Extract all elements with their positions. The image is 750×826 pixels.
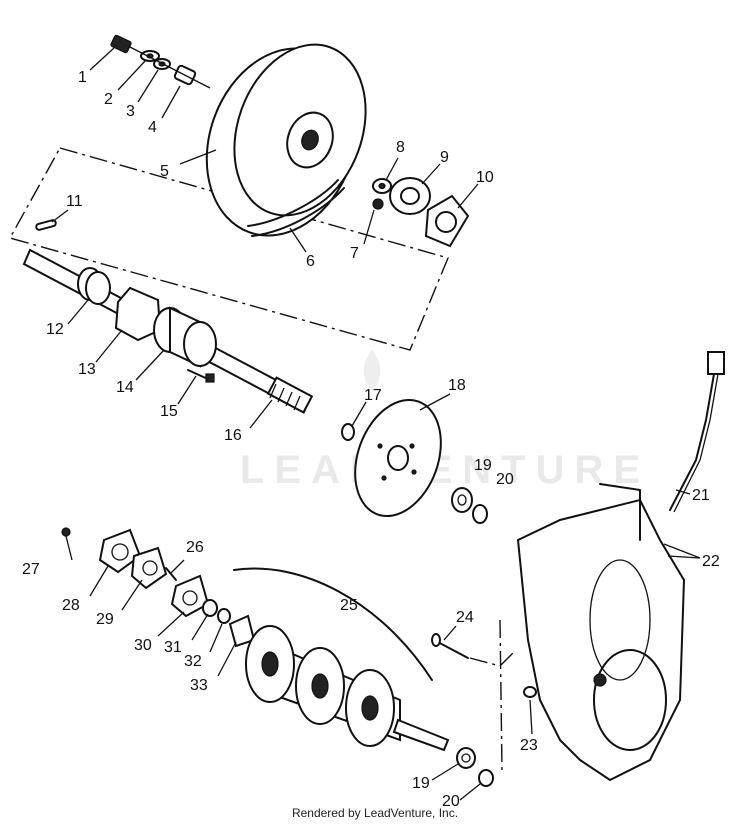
part-8-washer xyxy=(372,178,392,194)
part-9-bearing-plate xyxy=(389,177,431,215)
callout-16: 16 xyxy=(224,427,242,444)
callout-15: 15 xyxy=(160,403,178,420)
callout-28: 28 xyxy=(62,597,80,614)
callout-10: 10 xyxy=(476,169,494,186)
callout-7: 7 xyxy=(350,245,359,262)
part-17-snap-ring xyxy=(341,423,355,441)
part-5-pulley xyxy=(205,43,367,237)
callout-13: 13 xyxy=(78,361,96,378)
callout-labels: 1 2 3 4 5 6 7 8 9 10 11 12 13 14 15 16 1… xyxy=(22,69,720,810)
part-29-plate xyxy=(130,546,168,590)
callout-22: 22 xyxy=(702,553,720,570)
part-28-flange xyxy=(98,528,142,574)
leader-lines xyxy=(51,47,701,801)
callout-8: 8 xyxy=(396,139,405,156)
assembly-frame xyxy=(8,147,449,351)
part-20-seal-top xyxy=(472,504,488,524)
part-25-bracket xyxy=(233,567,433,681)
part-14-coupler xyxy=(153,306,217,368)
callout-33: 33 xyxy=(190,677,208,694)
part-30-flange xyxy=(170,574,210,618)
part-7-nut xyxy=(372,198,384,210)
part-20-seal-bottom xyxy=(478,769,494,787)
callout-27: 27 xyxy=(22,561,40,578)
part-21-cable xyxy=(669,351,725,513)
callout-26: 26 xyxy=(186,539,204,556)
callout-20: 20 xyxy=(496,471,514,488)
part-24-bolt xyxy=(431,633,469,659)
part-15-bolt xyxy=(187,369,215,383)
callout-4: 4 xyxy=(148,119,157,136)
part-23-nut xyxy=(523,686,537,698)
callout-19-bottom: 19 xyxy=(412,775,430,792)
callout-11: 11 xyxy=(66,193,83,210)
callout-18: 18 xyxy=(448,377,466,394)
part-10-flange xyxy=(424,194,470,248)
part-11-key xyxy=(35,219,57,231)
watermark-text: LEADVENTURE xyxy=(240,448,650,492)
callout-32: 32 xyxy=(184,653,202,670)
callout-5: 5 xyxy=(160,163,169,180)
callout-14: 14 xyxy=(116,379,134,396)
callout-2: 2 xyxy=(104,91,113,108)
callout-21: 21 xyxy=(692,487,710,504)
part-1-bolt xyxy=(110,34,132,54)
part-6-chain xyxy=(247,179,345,237)
callout-25: 25 xyxy=(340,597,358,614)
callout-9: 9 xyxy=(440,149,449,166)
callout-20-bottom: 20 xyxy=(442,793,460,810)
part-12-bearing xyxy=(77,267,111,305)
chaincase-housing xyxy=(516,483,686,782)
callout-29: 29 xyxy=(96,611,114,628)
part-18-brake-disc xyxy=(354,398,442,518)
callout-30: 30 xyxy=(134,637,152,654)
part-31-bearing xyxy=(202,599,218,617)
part-25-driver-sprockets xyxy=(245,625,450,752)
callout-17: 17 xyxy=(364,387,382,404)
part-27-nut xyxy=(61,527,71,537)
axis-line xyxy=(127,45,211,89)
part-19-bearing-top xyxy=(451,487,473,513)
callout-1: 1 xyxy=(78,69,87,86)
callout-23: 23 xyxy=(520,737,538,754)
callout-31: 31 xyxy=(164,639,182,656)
part-32-spacer xyxy=(217,608,231,624)
part-19-bearing-bottom xyxy=(456,747,476,769)
callout-6: 6 xyxy=(306,253,315,270)
callout-24: 24 xyxy=(456,609,474,626)
footer-credit: Rendered by LeadVenture, Inc. xyxy=(291,806,459,820)
callout-19: 19 xyxy=(474,457,492,474)
watermark-flame-icon xyxy=(363,350,381,392)
part-26-pin xyxy=(165,567,177,581)
housing-axis-line xyxy=(469,619,517,771)
callout-12: 12 xyxy=(46,321,64,338)
callout-3: 3 xyxy=(126,103,135,120)
